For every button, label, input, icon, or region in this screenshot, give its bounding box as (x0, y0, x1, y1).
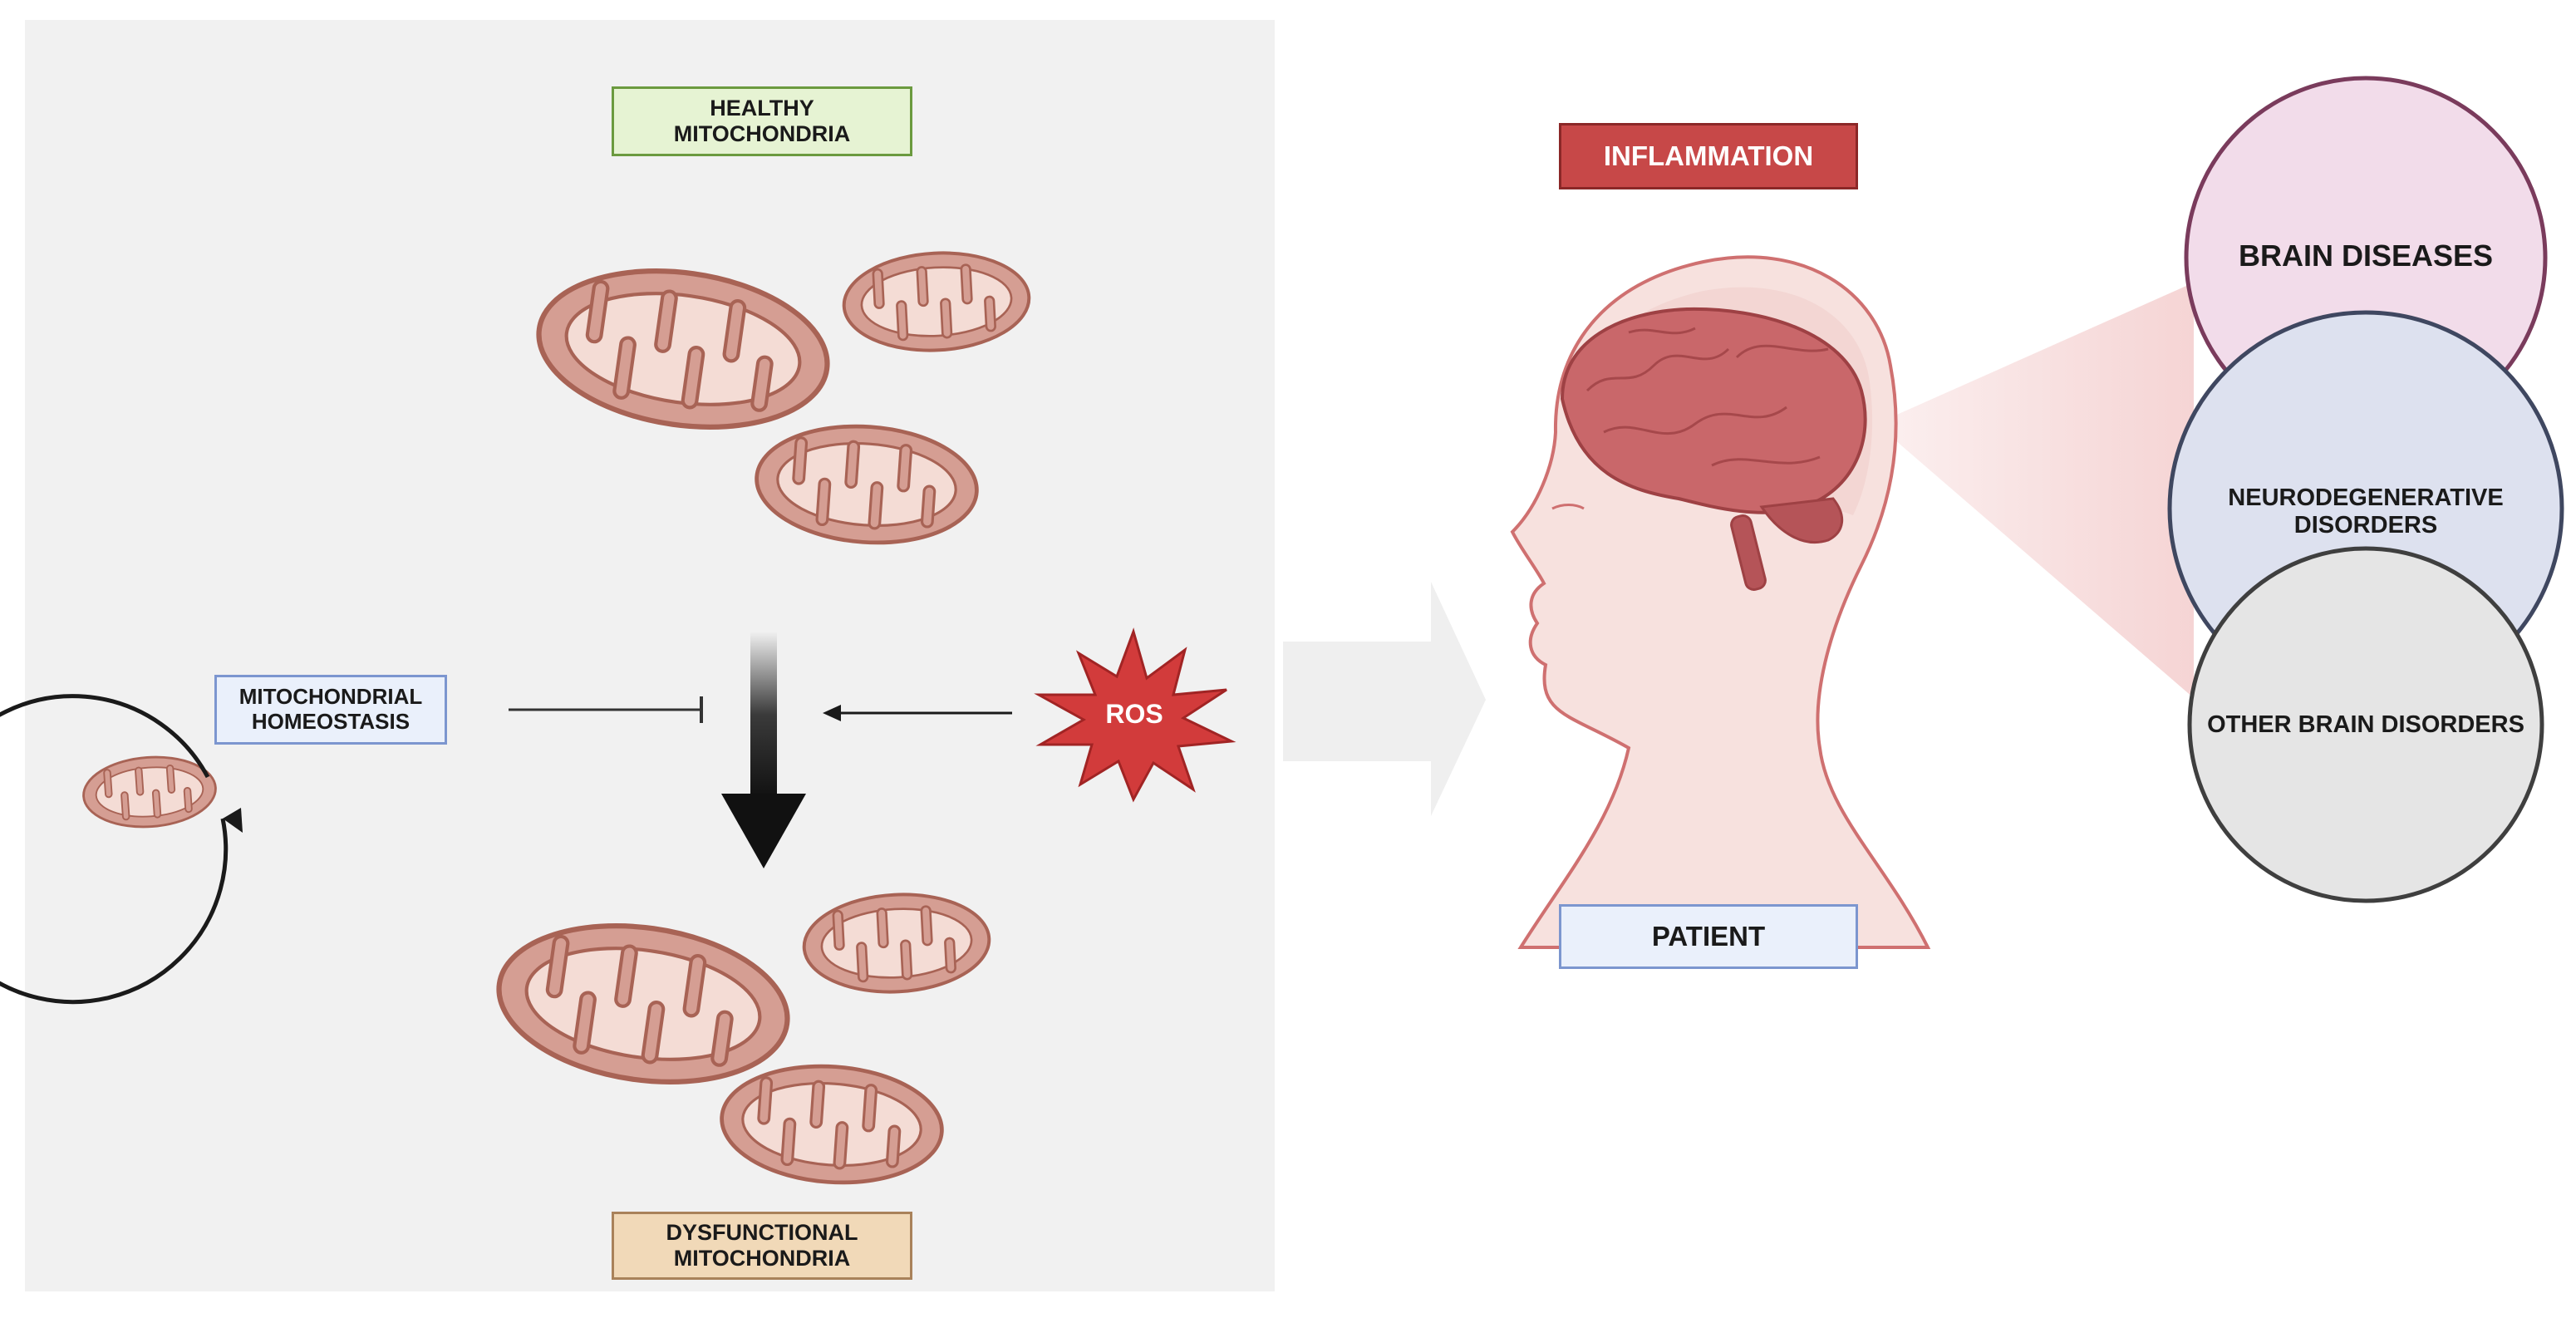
cycle-arrow-icon (0, 694, 229, 1005)
homeostasis-line-1: MITOCHONDRIAL (238, 684, 423, 710)
neuro-line-1: NEURODEGENERATIVE (2228, 484, 2504, 511)
patient-label: PATIENT (1559, 904, 1858, 969)
ros-burst-icon (1034, 627, 1236, 803)
ros-label: ROS (1105, 698, 1163, 729)
down-arrow-icon (750, 632, 777, 798)
mitochondrial-homeostasis-label: MITOCHONDRIAL HOMEOSTASIS (214, 675, 447, 745)
inflammation-label: INFLAMMATION (1559, 123, 1858, 189)
transition-arrow (1283, 582, 1486, 816)
healthy-mitochondria-label: HEALTHY MITOCHONDRIA (612, 86, 912, 156)
neuro-line-2: DISORDERS (2293, 512, 2438, 539)
homeostasis-line-2: HOMEOSTASIS (251, 709, 410, 734)
mitochondria-panel (25, 20, 1275, 1291)
head-brain-icon (1510, 255, 1931, 949)
dysfunctional-line-1: DYSFUNCTIONAL (666, 1219, 858, 1245)
healthy-line-1: HEALTHY (710, 95, 814, 120)
neurodegenerative-disorders-label: NEURODEGENERATIVE DISORDERS (2194, 477, 2538, 547)
dysfunctional-line-2: MITOCHONDRIA (673, 1246, 851, 1271)
other-brain-disorders-label: OTHER BRAIN DISORDERS (2207, 711, 2524, 739)
dysfunctional-mitochondria-label: DYSFUNCTIONAL MITOCHONDRIA (612, 1212, 912, 1280)
other-brain-disorders-circle (2187, 546, 2544, 903)
brain-diseases-label: BRAIN DISEASES (2238, 239, 2494, 273)
projection-beam (1876, 283, 2194, 698)
healthy-line-2: MITOCHONDRIA (673, 121, 851, 146)
